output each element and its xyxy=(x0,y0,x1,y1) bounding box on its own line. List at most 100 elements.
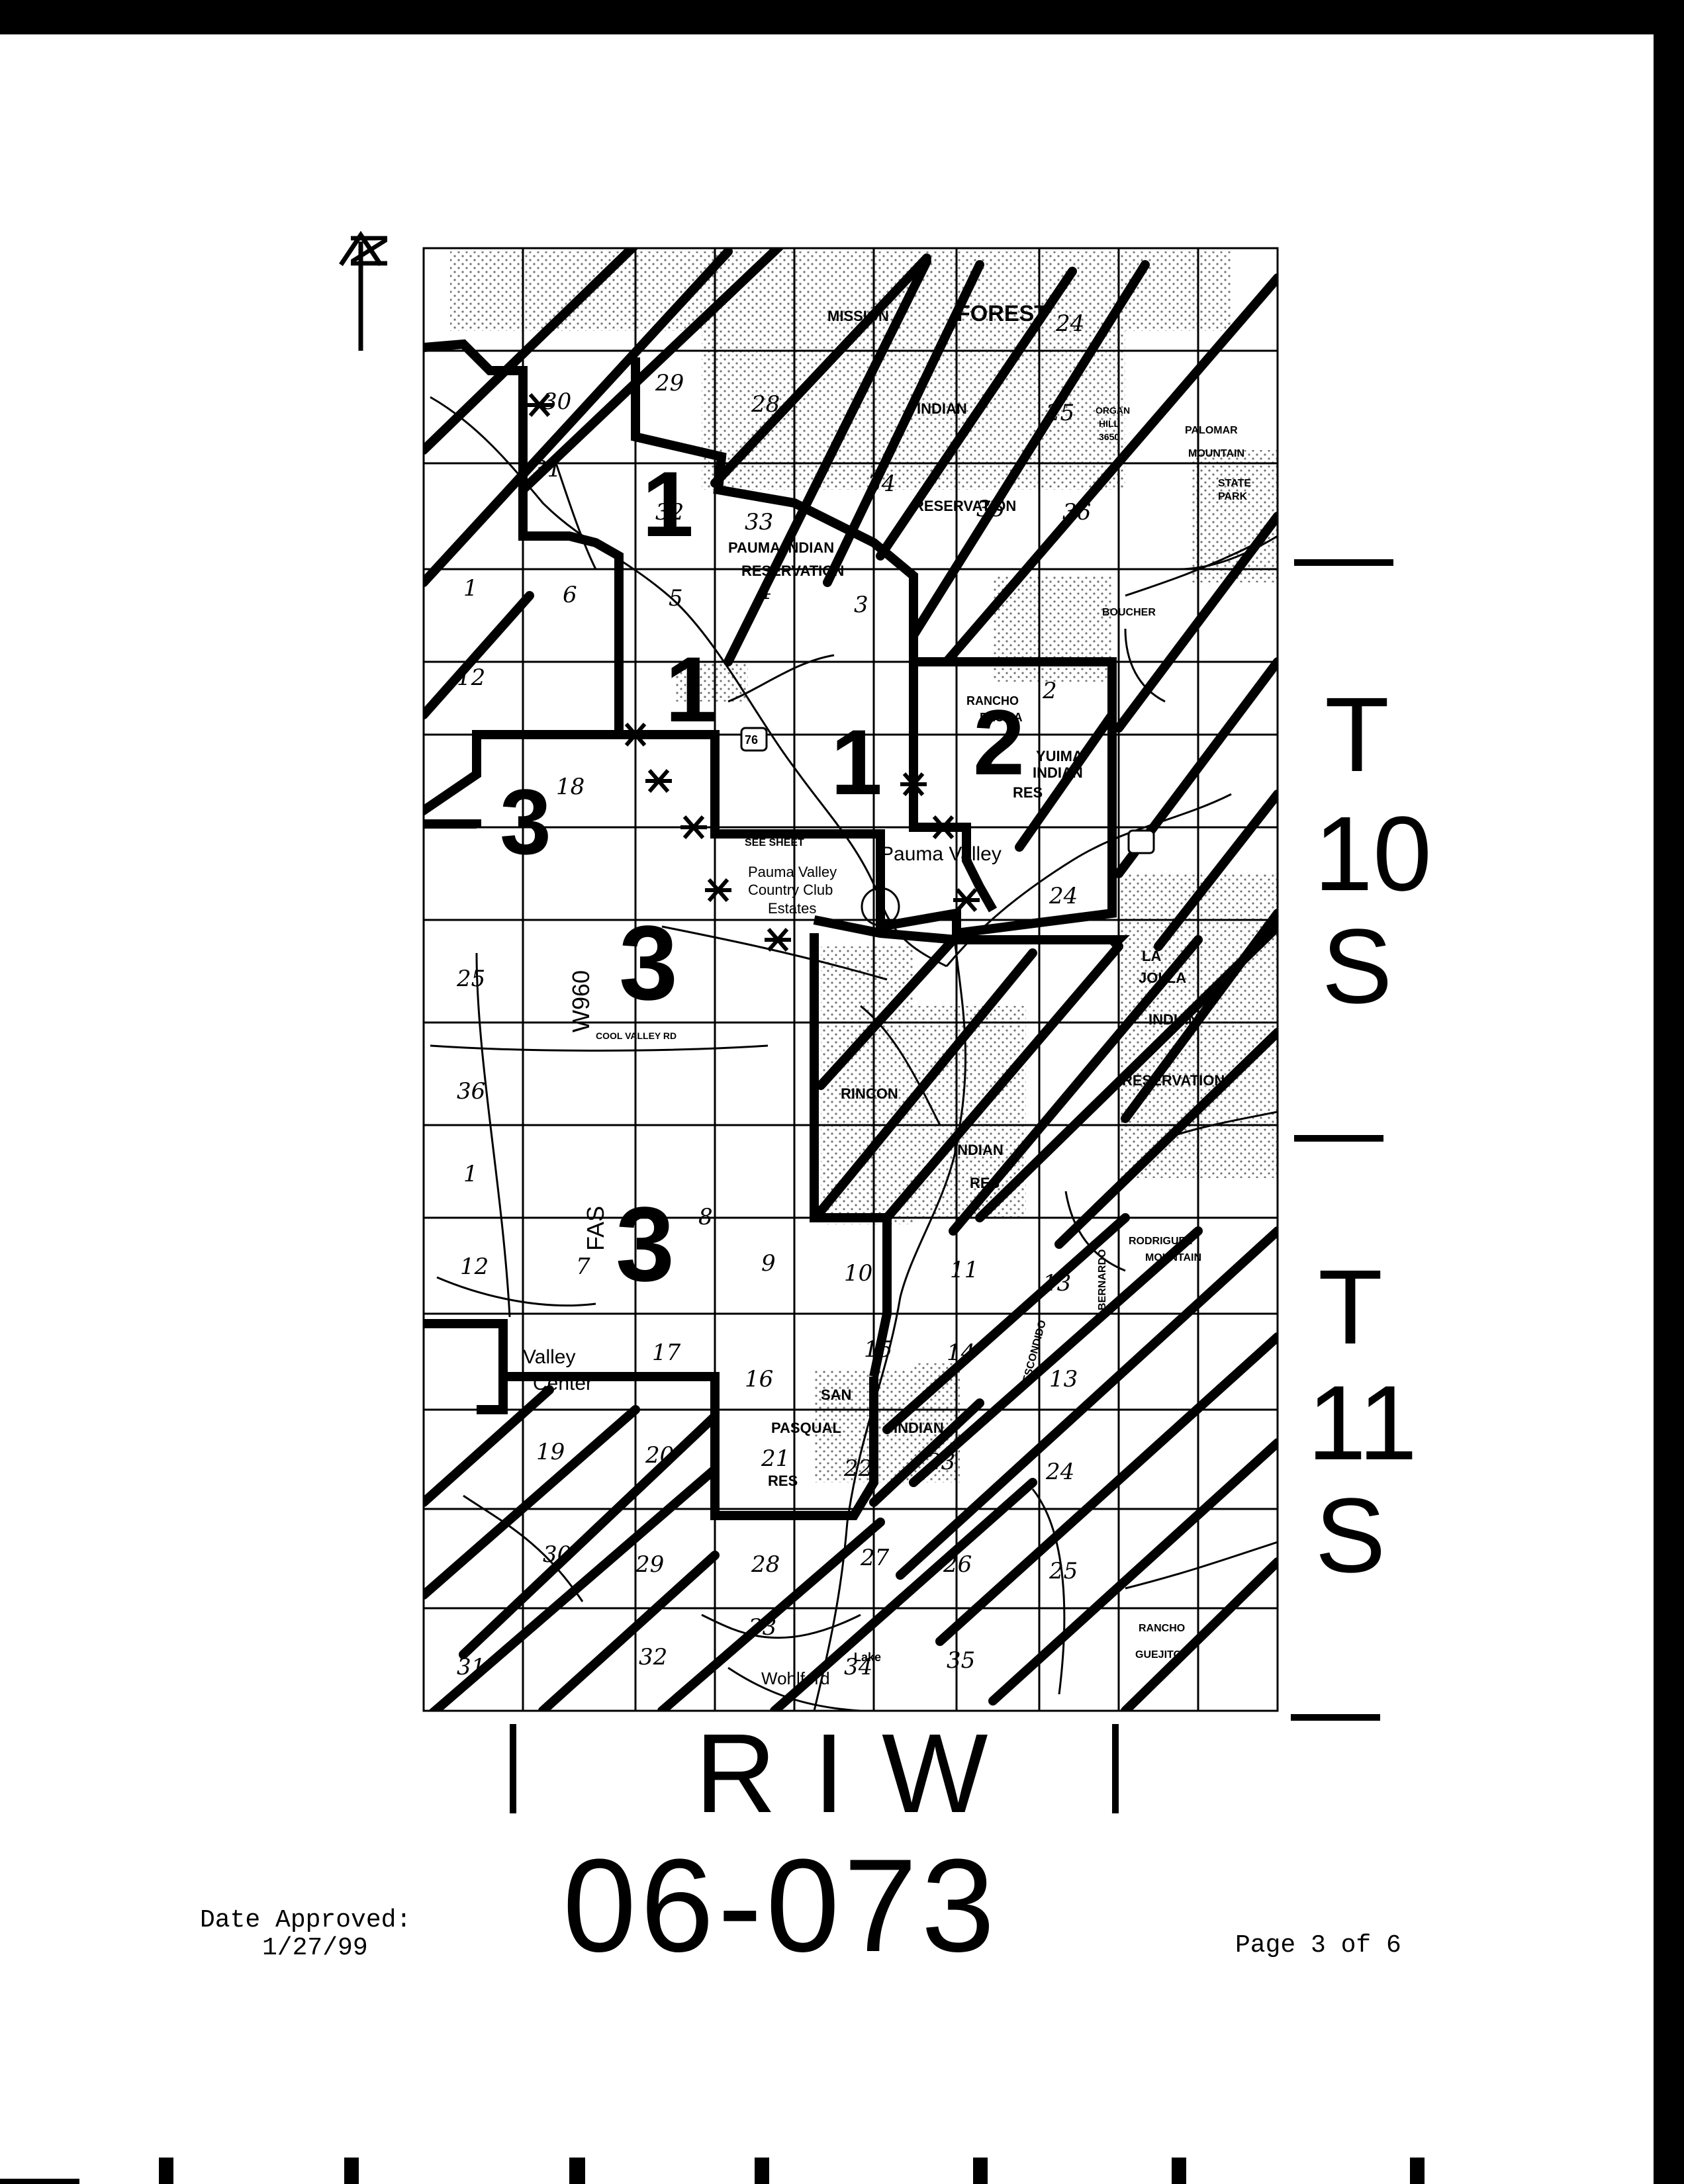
label-guejito: GUEJITO xyxy=(1135,1649,1182,1661)
section-number: 4 xyxy=(757,578,772,605)
label-park: PARK xyxy=(1218,491,1248,502)
section-number: 35 xyxy=(976,496,1005,522)
label-forest: FOREST xyxy=(957,301,1048,326)
label-rincon: RINCON xyxy=(841,1085,898,1102)
label-yuima-indian: INDIAN xyxy=(1033,764,1083,781)
label-mountain: MOUNTAIN xyxy=(1188,448,1244,459)
label-mission: MISSION xyxy=(827,308,889,324)
section-number: 22 xyxy=(843,1455,872,1482)
section-number: 27 xyxy=(860,1545,890,1571)
section-number: 2 xyxy=(1042,678,1057,704)
label-rancho: RANCHO xyxy=(1139,1623,1185,1634)
zone-1-label-b: 1 xyxy=(665,637,717,741)
section-number: 13 xyxy=(1049,1366,1078,1392)
section-number: 7 xyxy=(576,1253,590,1280)
label-indian-top: INDIAN xyxy=(917,400,967,417)
section-number: 10 xyxy=(844,1260,872,1287)
north-arrow xyxy=(339,230,383,351)
pauma-valley-circle xyxy=(861,887,900,927)
section-number: 30 xyxy=(543,1541,571,1568)
section-number: 18 xyxy=(556,774,585,800)
section-number: 29 xyxy=(655,370,684,396)
section-number: 24 xyxy=(1055,310,1084,337)
map-frame xyxy=(422,247,1279,1712)
section-number: 1 xyxy=(463,1161,478,1187)
label-yuima-res: RES xyxy=(1013,784,1043,801)
label-pasqual-indian: INDIAN xyxy=(894,1420,944,1436)
label-cc-2: Country Club xyxy=(748,882,833,898)
page-indicator: Page 3 of 6 xyxy=(1235,1931,1401,1960)
section-number: 25 xyxy=(1049,1558,1078,1584)
label-organ-hill-2: HILL xyxy=(1099,418,1120,429)
label-boucher: BOUCHER xyxy=(1102,607,1156,618)
route-shields xyxy=(740,727,1155,854)
place-labels: MISSION FOREST INDIAN RESERVATION PAUMA … xyxy=(523,301,1251,1688)
label-center: Center xyxy=(533,1373,592,1394)
section-number: 36 xyxy=(457,1078,485,1105)
section-number: 15 xyxy=(864,1336,892,1363)
section-number: 17 xyxy=(652,1340,681,1366)
label-pauma-indian: PAUMA INDIAN xyxy=(728,539,834,556)
section-number: 14 xyxy=(947,1340,975,1366)
township-s-upper: S xyxy=(1321,907,1393,1025)
section-number: 9 xyxy=(761,1250,776,1277)
section-number: 23 xyxy=(926,1449,955,1475)
section-number: 26 xyxy=(943,1551,972,1578)
section-number: 34 xyxy=(844,1654,872,1680)
label-wohlford: Wohlford xyxy=(761,1668,830,1688)
section-number: 12 xyxy=(460,1253,489,1280)
section-number: 24 xyxy=(1049,883,1078,909)
section-number: 6 xyxy=(563,582,577,608)
section-number: 12 xyxy=(457,664,485,691)
scan-border-bottom xyxy=(0,2158,1654,2184)
section-number: 32 xyxy=(639,1644,667,1670)
label-san: SAN xyxy=(821,1387,851,1403)
zone-2-label: 2 xyxy=(973,690,1025,794)
section-number: 8 xyxy=(698,1204,713,1230)
label-organ-hill-3: 3650 xyxy=(1099,432,1119,442)
section-number: 16 xyxy=(745,1366,773,1392)
section-number: 11 xyxy=(950,1257,978,1283)
section-number: 33 xyxy=(745,509,773,535)
township-t-lower: T xyxy=(1318,1248,1383,1366)
township-s-lower: S xyxy=(1315,1476,1386,1594)
zone-1-label-a: 1 xyxy=(642,452,694,556)
label-palomar: PALOMAR xyxy=(1185,425,1238,436)
map-number: 06-073 xyxy=(563,1832,999,1979)
section-number: 30 xyxy=(543,388,571,415)
section-number: 1 xyxy=(463,575,478,602)
scan-border-right xyxy=(1654,0,1684,2184)
section-number: 28 xyxy=(751,391,780,418)
label-rancho-pauma-2: PAUMA xyxy=(980,711,1023,724)
section-number: 34 xyxy=(867,471,896,497)
zone-3-label-a: 3 xyxy=(500,770,551,874)
section-number: 5 xyxy=(669,585,683,612)
zone-1-label-c: 1 xyxy=(831,710,882,814)
section-number: 36 xyxy=(1062,499,1091,525)
section-number: 33 xyxy=(748,1614,776,1641)
label-jolla: JOLLA xyxy=(1139,970,1186,986)
label-rincon-res: RES xyxy=(970,1175,1000,1191)
section-number: 29 xyxy=(635,1551,664,1578)
zone-labels: 1 1 1 2 3 3 3 xyxy=(500,452,1025,1303)
section-number: 32 xyxy=(655,499,684,525)
label-cool-valley: COOL VALLEY RD xyxy=(596,1030,677,1041)
boundary-markers xyxy=(526,393,980,952)
section-number: 24 xyxy=(1045,1459,1074,1485)
label-pasqual-res: RES xyxy=(768,1473,798,1489)
section-number: 35 xyxy=(947,1647,975,1674)
section-number: 31 xyxy=(533,456,561,482)
label-w960: W960 xyxy=(567,970,594,1032)
label-bernardo: BERNARDO xyxy=(1097,1250,1108,1310)
section-number: 21 xyxy=(761,1445,790,1472)
section-number: 20 xyxy=(645,1442,674,1469)
township-number-lower: 11 xyxy=(1307,1363,1418,1482)
label-la-indian: INDIAN xyxy=(1148,1011,1199,1028)
label-rodriguez: RODRIGUEZ xyxy=(1129,1236,1192,1247)
section-number: 28 xyxy=(751,1551,780,1578)
section-number: 31 xyxy=(457,1654,485,1680)
label-rodriguez-mtn: MOUNTAIN xyxy=(1145,1252,1201,1263)
scan-border-top xyxy=(0,0,1684,34)
